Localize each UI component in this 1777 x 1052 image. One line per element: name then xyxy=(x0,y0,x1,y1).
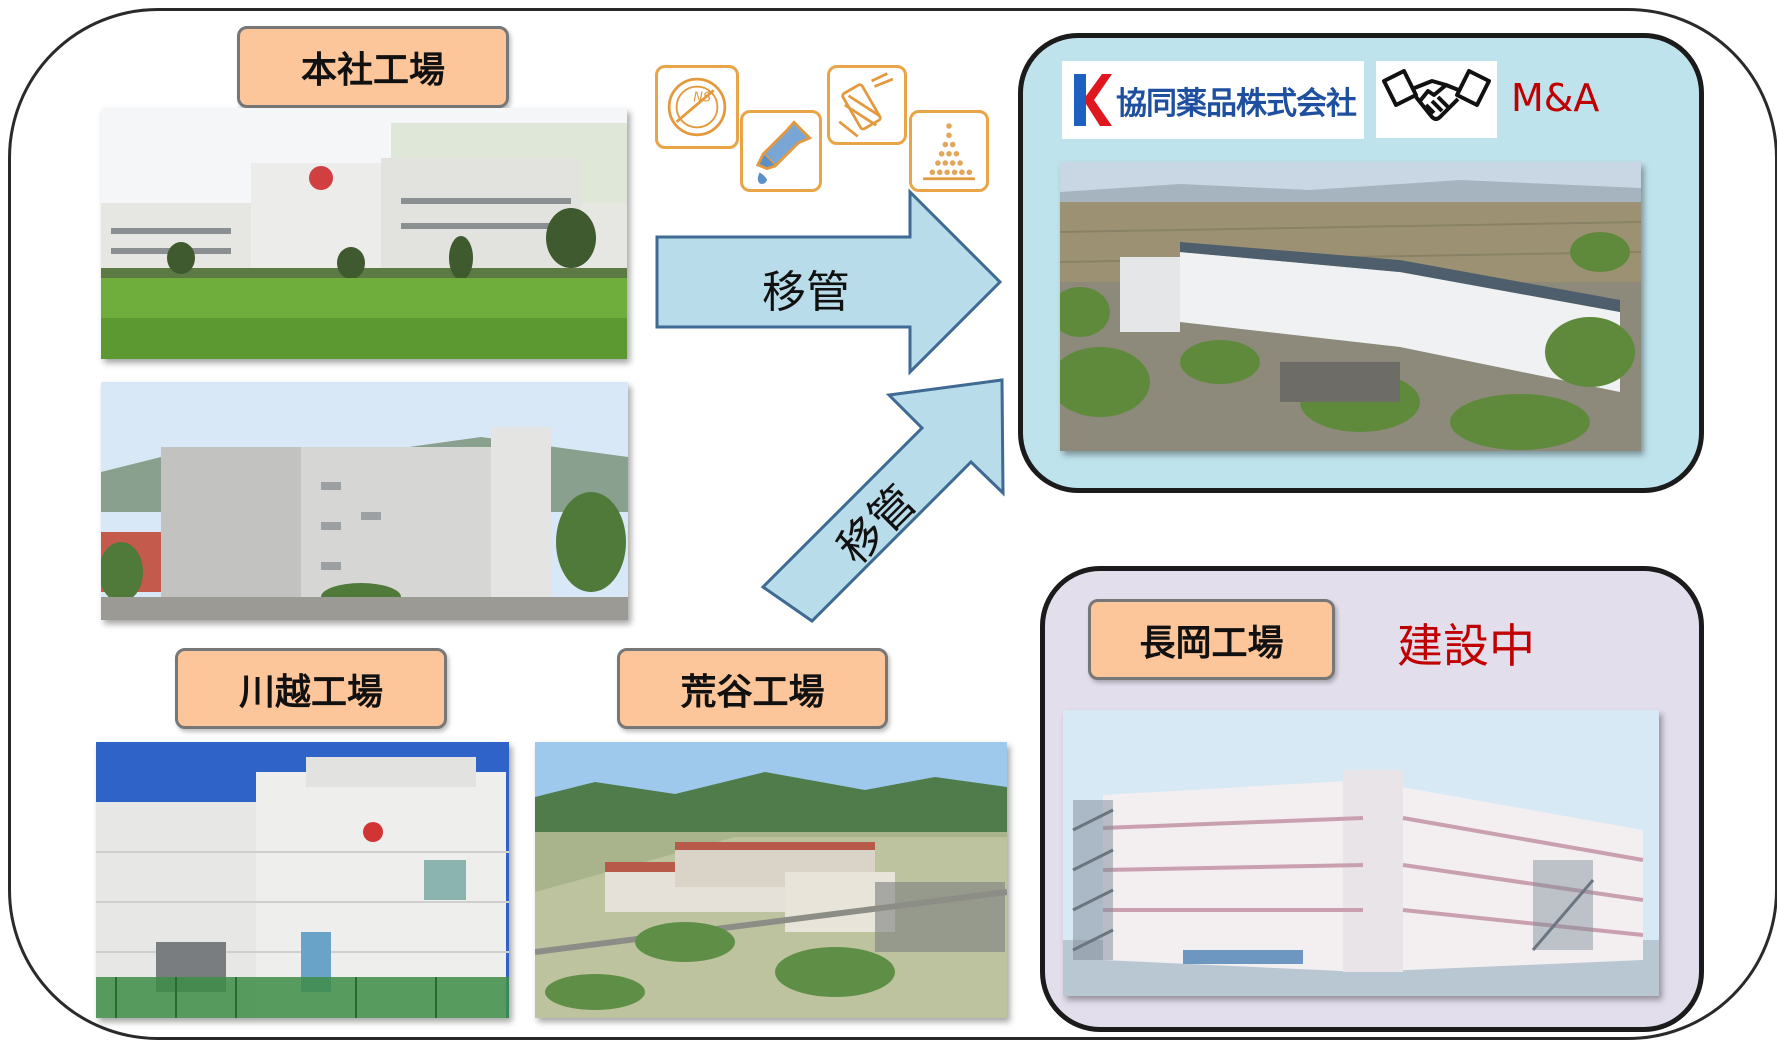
kyodo-logo: 協同薬品株式会社 xyxy=(1062,61,1364,139)
araya-plant-label: 荒谷工場 xyxy=(617,648,888,729)
ampoule-icon xyxy=(827,65,907,145)
nagaoka-plant-label: 長岡工場 xyxy=(1088,599,1335,680)
outer-frame xyxy=(8,8,1777,1040)
powder-icon xyxy=(909,110,989,192)
svg-text:NS: NS xyxy=(693,90,711,105)
kawagoe-plant-photo xyxy=(96,742,509,1018)
kyodo-company-name: 協同薬品株式会社 xyxy=(1116,85,1357,122)
eye-drop-icon xyxy=(740,110,822,192)
second-plant-photo xyxy=(101,382,628,620)
handshake-icon xyxy=(1376,61,1497,138)
kyodo-plant-photo xyxy=(1060,162,1641,451)
construction-status: 建設中 xyxy=(1397,619,1535,673)
honsha-plant-photo xyxy=(101,108,627,359)
transfer-label-right: 移管 xyxy=(762,267,850,318)
kyodo-k-mark-icon xyxy=(1074,74,1112,126)
tablet-icon: NS xyxy=(655,65,739,149)
mna-label: M&A xyxy=(1511,76,1600,120)
kawagoe-plant-label: 川越工場 xyxy=(175,648,447,729)
nagaoka-plant-rendering xyxy=(1063,710,1659,996)
araya-plant-photo xyxy=(535,742,1007,1018)
honsha-plant-label: 本社工場 xyxy=(237,26,509,108)
